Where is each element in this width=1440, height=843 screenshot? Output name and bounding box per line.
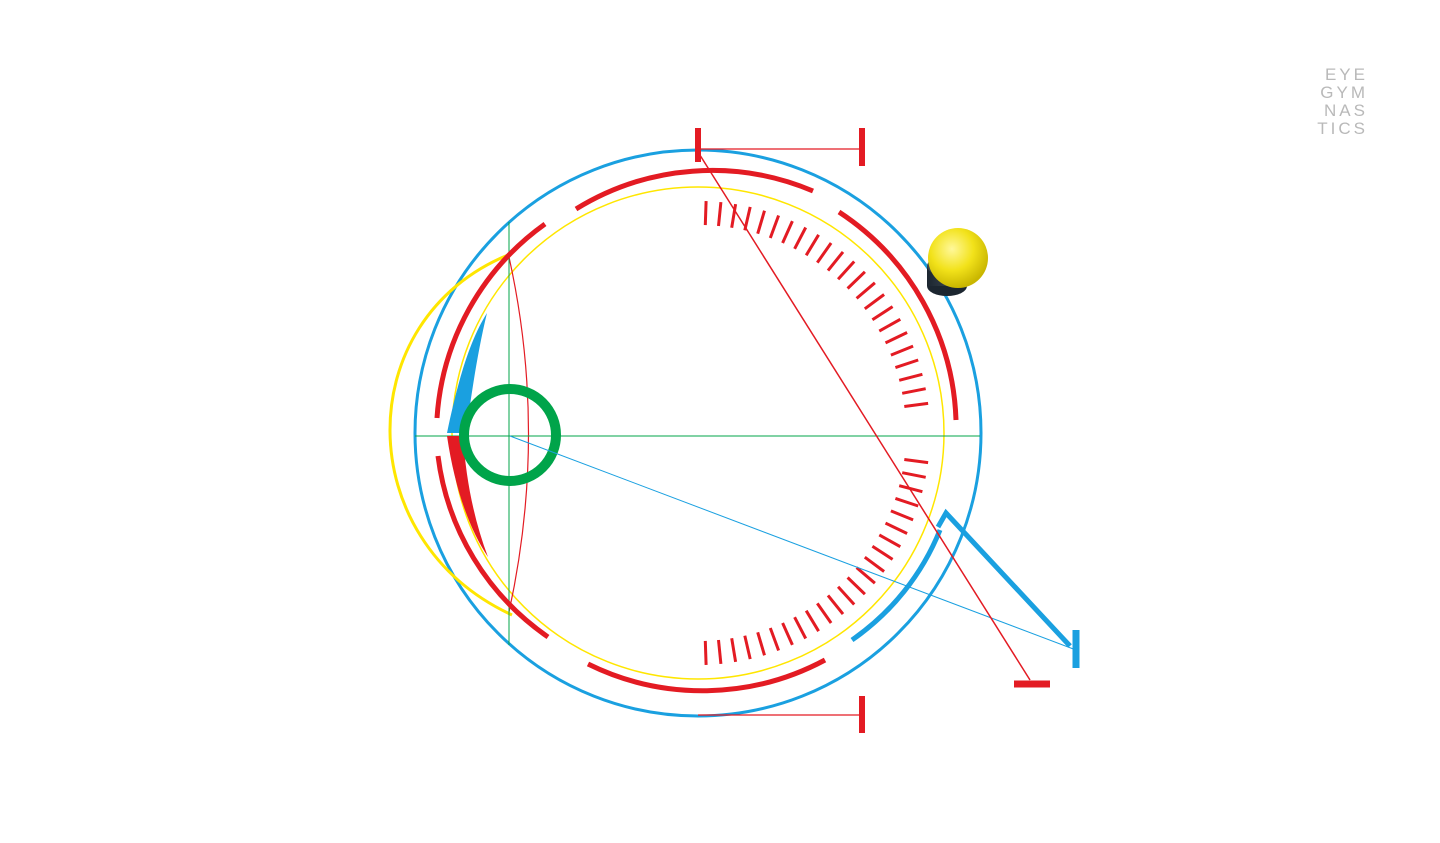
retina-tick (863, 555, 885, 573)
retina-tick (863, 293, 885, 311)
retina-tick (717, 639, 723, 665)
retina-tick (890, 344, 914, 357)
retina-tick (836, 585, 856, 606)
retina-tick (730, 637, 738, 663)
retina-tick (816, 602, 833, 624)
retina-tick (793, 226, 808, 250)
retina-tick (756, 210, 766, 235)
retina-tick (901, 387, 926, 395)
retina-tick-scale (703, 201, 929, 665)
retina-tick (904, 401, 929, 408)
retina-tick (871, 545, 894, 561)
retina-tick (816, 242, 833, 264)
retina-tick (855, 566, 876, 585)
yellow-ball-object (927, 228, 988, 296)
retina-tick (804, 234, 820, 257)
retina-tick (890, 509, 914, 522)
blue-zigzag-line (935, 508, 1072, 648)
retina-tick (730, 203, 738, 229)
pupil-green-ring (459, 384, 561, 486)
retina-tick (836, 260, 856, 281)
retina-tick (768, 627, 781, 652)
retina-tick (901, 471, 926, 479)
retina-tick (898, 484, 923, 494)
retina-tick (703, 640, 708, 665)
retina-tick (878, 533, 902, 549)
retina-tick (894, 358, 919, 370)
logo-line-2: GYM (1320, 83, 1368, 102)
outer-blue-circle (413, 148, 983, 718)
retina-tick (878, 317, 902, 333)
red-arc-segments (434, 167, 959, 694)
inner-yellow-circle (451, 186, 945, 680)
retina-tick (743, 635, 752, 660)
retina-tick (826, 594, 845, 616)
retina-tick (894, 496, 919, 508)
retina-tick (846, 576, 866, 596)
thin-blue-ray (509, 435, 1077, 651)
retina-tick (717, 201, 723, 227)
retina-tick (871, 305, 894, 321)
retina-tick (855, 281, 876, 300)
blue-lower-arc (850, 529, 943, 643)
logo-line-4: TICS (1317, 119, 1368, 138)
retina-tick (781, 220, 794, 244)
lens-red-arc (508, 256, 530, 613)
iris-blue-crescent (447, 313, 487, 433)
retina-tick (826, 250, 845, 272)
retina-tick (703, 201, 708, 226)
eye-gymnastics-logo: EYE GYM NAS TICS (1317, 66, 1368, 138)
retina-tick (884, 521, 908, 535)
retina-tick (756, 631, 766, 656)
logo-line-3: NAS (1324, 101, 1368, 120)
logo-line-1: EYE (1324, 65, 1368, 84)
retina-tick (768, 214, 781, 239)
retina-tick (743, 206, 752, 231)
retina-tick (781, 622, 794, 646)
cornea-yellow-curve (388, 253, 513, 617)
retina-tick (793, 616, 808, 640)
retina-tick (904, 458, 929, 465)
red-diagonal-ray (697, 151, 1031, 681)
retina-tick (804, 609, 820, 632)
iris-red-crescent (447, 436, 488, 557)
retina-tick (898, 372, 923, 382)
retina-tick (846, 270, 866, 290)
retina-tick (884, 331, 908, 345)
